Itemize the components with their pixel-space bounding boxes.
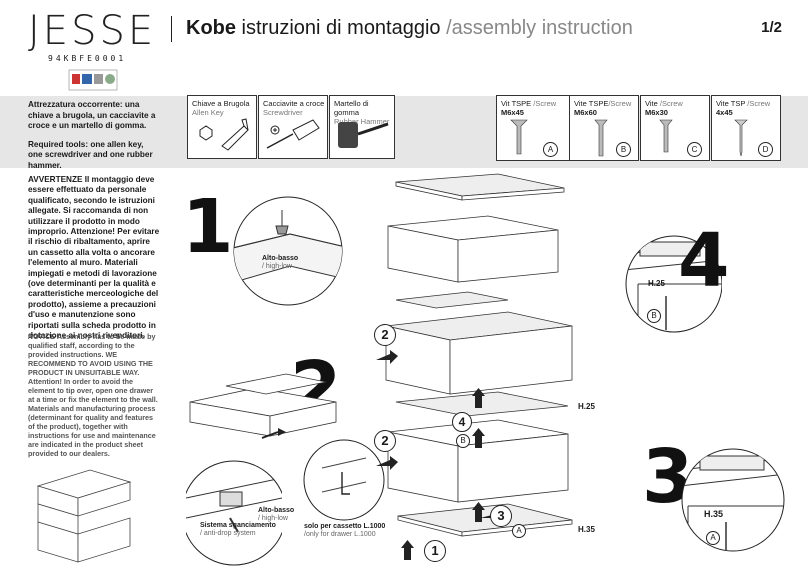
step-3-detail xyxy=(681,448,785,552)
title-english: /assembly instruction xyxy=(446,17,633,39)
screwdriver-icon xyxy=(266,119,320,149)
screw-b-marker: B xyxy=(456,434,470,448)
screw-icon xyxy=(594,119,608,157)
screw-label-en: /Screw xyxy=(745,99,771,108)
height-label-25: H.25 xyxy=(578,402,595,411)
product-code: 94KBFE0001 xyxy=(48,54,127,63)
step-4-screw-marker: B xyxy=(647,309,661,323)
screw-letter-badge: A xyxy=(543,142,558,157)
caption-it: Alto-basso xyxy=(258,507,295,514)
warning-body: Il montaggio deve essere effettuato da p… xyxy=(28,175,160,341)
step-4-detail xyxy=(625,235,722,333)
tool-label-en: Rubber Hammer xyxy=(334,117,390,126)
tool-label-it: Cacciavite a croce xyxy=(263,99,325,108)
allen-key-icon xyxy=(199,118,249,151)
page-number: 1/2 xyxy=(761,19,782,36)
tools-intro-it: Attrezzatura occorrente: una chiave a br… xyxy=(28,100,156,130)
screw-letter-badge: D xyxy=(758,142,773,157)
height-label-35: H.35 xyxy=(578,525,595,534)
notice-lead: NOTICE xyxy=(28,332,56,341)
screw-size: M6x60 xyxy=(574,108,597,117)
caption-en: / high-low xyxy=(262,263,292,270)
screw-label-en: /Screw xyxy=(608,99,632,108)
step-3-screw-marker: A xyxy=(706,531,720,545)
step-4-number: 4 xyxy=(678,218,730,304)
step-3-height: H.35 xyxy=(704,509,724,519)
caption-it: solo per cassetto L.1000 xyxy=(304,523,386,530)
notice-body: Assembly has to be made by qualified sta… xyxy=(28,332,158,458)
caption-en: / high-low xyxy=(258,515,288,522)
screw-size: M6x30 xyxy=(645,108,668,117)
screw-label-it: Vit TSPE xyxy=(501,99,532,108)
step-circle-3: 3 xyxy=(490,505,512,527)
brand-logo: JESSE xyxy=(28,8,157,54)
screw-letter-badge: B xyxy=(616,142,631,157)
step-1-number: 1 xyxy=(182,184,234,270)
caption-it: Sistema sganciamento xyxy=(200,522,276,529)
tool-label-it: Martello di gomma xyxy=(334,99,369,117)
warning-text: AVVERTENZE Il montaggio deve essere effe… xyxy=(28,175,160,342)
step-circle-1: 1 xyxy=(424,540,446,562)
step-2-detail-circle xyxy=(303,439,385,521)
step-2-caption: solo per cassetto L.1000/only for drawer… xyxy=(304,523,385,539)
exploded-assembly xyxy=(376,173,573,560)
caption-it: Alto-basso xyxy=(262,255,299,262)
tool-label-en: Screwdriver xyxy=(263,108,303,117)
caption-en: / anti-drop system xyxy=(200,530,256,537)
screw-icon xyxy=(510,119,528,155)
screw-icon xyxy=(659,119,673,153)
step-circle-4: 4 xyxy=(452,412,472,432)
screw-letter-badge: C xyxy=(687,142,702,157)
tools-intro: Attrezzatura occorrente: una chiave a br… xyxy=(28,100,160,179)
step-circle-2-lower: 2 xyxy=(374,430,396,452)
certification-logos-icon xyxy=(68,69,118,91)
runner-caption-1: Alto-basso/ high-low xyxy=(258,507,294,523)
warning-lead: AVVERTENZE xyxy=(28,175,83,184)
step-1-detail xyxy=(233,196,343,306)
step-circle-2-upper: 2 xyxy=(374,324,396,346)
tools-intro-en: Required tools: one allen key, one screw… xyxy=(28,139,153,170)
screw-label-en: /Screw xyxy=(531,99,557,108)
screw-size: 4x45 xyxy=(716,108,733,117)
screw-label-it: Vite TSP xyxy=(716,99,746,108)
step-2-drawer xyxy=(189,373,337,439)
page-title: Kobe istruzioni di montaggio /assembly i… xyxy=(186,17,633,40)
screw-size: M6x45 xyxy=(501,108,524,117)
screw-a-marker: A xyxy=(512,524,526,538)
screw-label-en: /Screw xyxy=(657,99,683,108)
step-1-caption: Alto-basso/ high-low xyxy=(262,255,298,271)
runner-caption-2: Sistema sganciamento/ anti-drop system xyxy=(200,522,280,538)
screw-icon xyxy=(734,119,748,157)
tool-label-en: Allen Key xyxy=(192,108,224,117)
screw-label-it: Vite TSPE xyxy=(574,99,609,108)
rubber-hammer-icon xyxy=(338,122,389,148)
caption-en: /only for drawer L.1000 xyxy=(304,531,376,538)
screw-label-it: Vite xyxy=(645,99,658,108)
header-divider xyxy=(171,16,172,42)
notice-text: NOTICE Assembly has to be made by qualif… xyxy=(28,332,160,458)
runner-detail-circle xyxy=(186,460,282,566)
screw-d: Vite TSP /Screw 4x45 D xyxy=(711,95,781,161)
step-4-height: H.25 xyxy=(648,279,665,288)
product-sketch xyxy=(36,469,132,563)
title-model: Kobe xyxy=(186,17,236,39)
tool-label-it: Chiave a Brugola xyxy=(192,99,250,108)
title-italian: istruzioni di montaggio xyxy=(236,17,447,39)
